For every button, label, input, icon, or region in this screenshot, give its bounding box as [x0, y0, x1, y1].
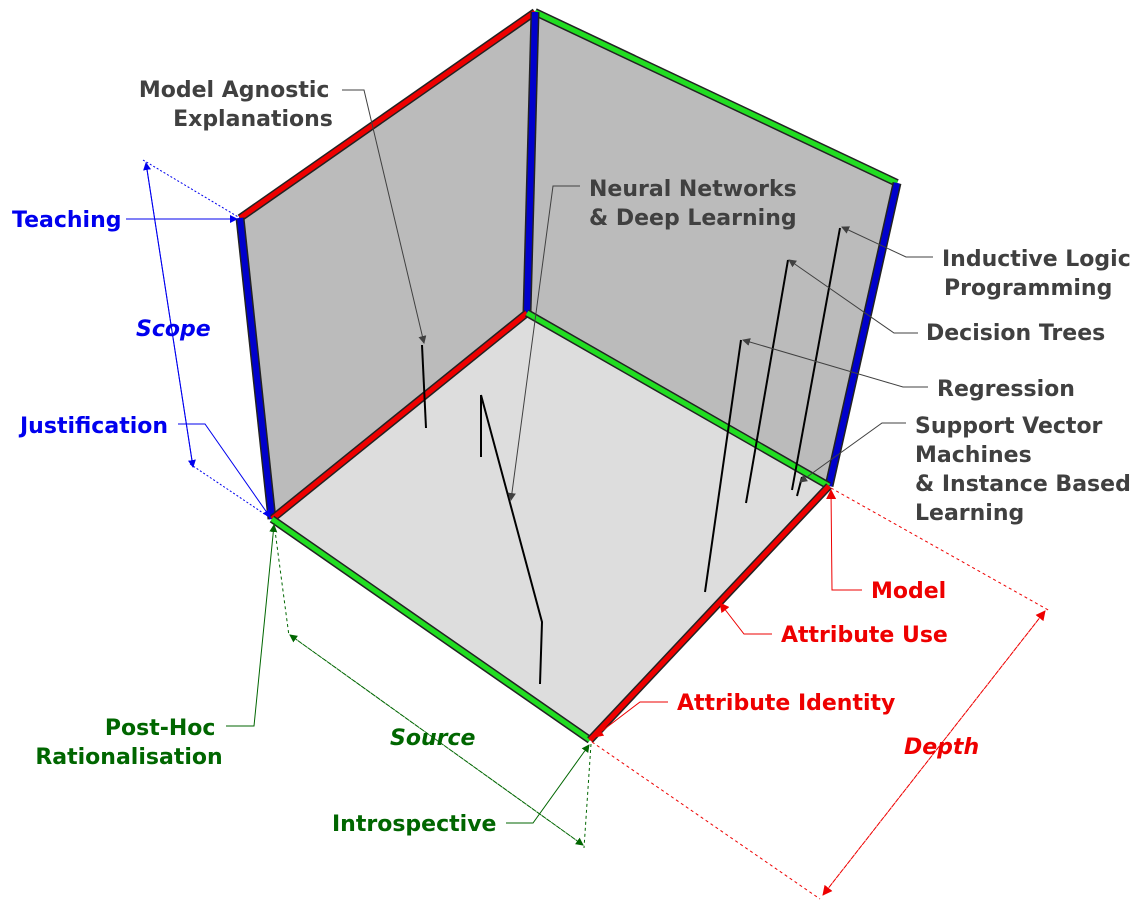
label-svm: Support Vector Machines & Instance Based… — [915, 414, 1137, 526]
label-decision-trees: Decision Trees — [926, 321, 1105, 346]
technique-markers — [421, 227, 841, 685]
technique-callouts — [342, 89, 933, 501]
source-extension-right — [583, 743, 592, 849]
callout-neural-networks — [507, 185, 580, 501]
label-post-hoc: Post-Hoc Rationalisation — [35, 716, 223, 770]
marker-neural-networks-path — [480, 394, 544, 685]
justification-leader — [178, 423, 271, 518]
label-depth: Depth — [904, 735, 979, 760]
label-teaching: Teaching — [12, 208, 122, 233]
label-neural-networks: Neural Networks & Deep Learning — [589, 177, 804, 231]
label-source: Source — [390, 726, 476, 751]
label-model-agnostic: Model Agnostic Explanations — [139, 78, 337, 132]
marker-inductive-logic — [791, 227, 841, 491]
model-leader — [826, 489, 862, 591]
scope-extension-bottom — [189, 463, 273, 520]
callout-inductive-logic — [841, 226, 933, 258]
label-regression: Regression — [937, 377, 1075, 402]
callout-decision-trees — [788, 259, 918, 334]
attribute-identity-leader — [593, 701, 668, 738]
depth-axis — [591, 487, 1051, 900]
marker-regression — [704, 339, 742, 593]
label-inductive-logic: Inductive Logic Programming — [942, 247, 1137, 301]
callout-regression — [742, 338, 928, 388]
label-attribute-identity: Attribute Identity — [677, 691, 895, 716]
callout-model-agnostic — [342, 89, 427, 344]
label-scope: Scope — [136, 317, 211, 342]
marker-model-agnostic — [421, 344, 427, 429]
cube-edges — [235, 8, 902, 744]
depth-extension-bottom — [591, 741, 821, 900]
label-introspective: Introspective — [332, 812, 496, 837]
attribute-use-leader — [719, 602, 772, 635]
source-axis — [226, 522, 592, 849]
marker-decision-trees — [745, 259, 789, 504]
callout-svm — [799, 422, 906, 483]
scope-axis — [126, 159, 273, 520]
label-justification: Justification — [18, 414, 168, 439]
post-hoc-leader — [226, 524, 278, 727]
introspective-leader — [506, 744, 590, 824]
label-attribute-use: Attribute Use — [781, 623, 948, 648]
label-model: Model — [871, 579, 946, 604]
scope-extension-top — [142, 159, 241, 219]
source-extension-left — [273, 522, 290, 637]
